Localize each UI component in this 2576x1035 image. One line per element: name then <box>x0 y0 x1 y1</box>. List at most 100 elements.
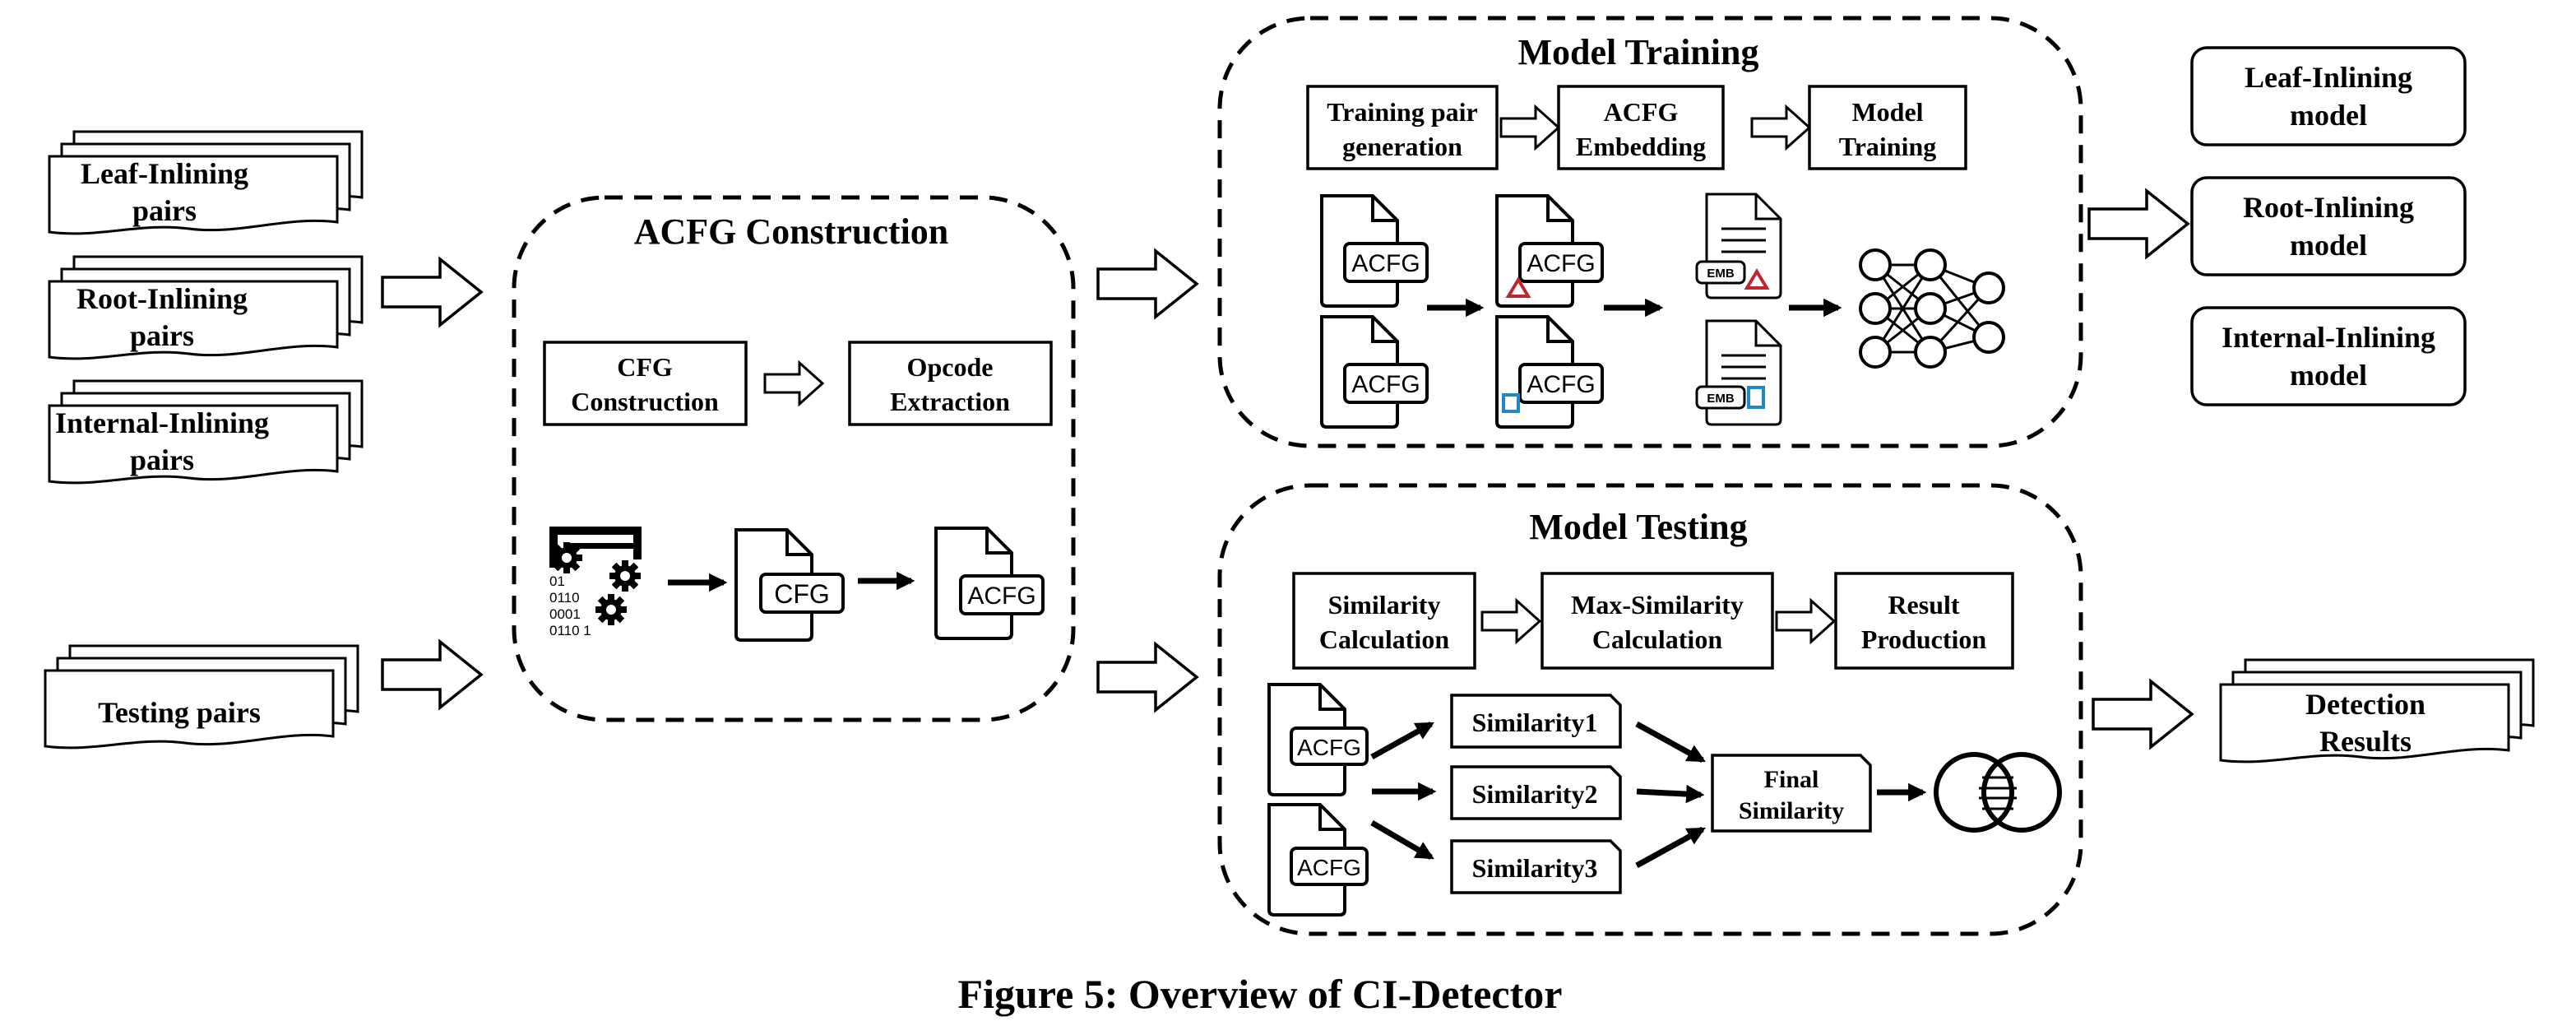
training-acfg-doc-2-label: ACFG <box>1351 371 1420 398</box>
emb-doc-red: EMB <box>1695 193 1782 299</box>
marked-acfg-doc-red-label: ACFG <box>1527 250 1595 277</box>
final-similarity-label-2: Similarity <box>1739 797 1844 824</box>
testing-acfg-doc-1: ACFG <box>1267 683 1369 796</box>
emb-doc-red-label: EMB <box>1707 267 1735 281</box>
arrow-testing-to-acfg <box>381 640 483 709</box>
detection-results-label-1: Detection <box>2305 688 2425 721</box>
internal-inlining-model-label-2: model <box>2290 359 2367 392</box>
acfg-doc-icon: ACFG <box>934 527 1045 640</box>
max-similarity-calculation-label-1: Max-Similarity <box>1571 590 1744 620</box>
final-similarity-tag: Final Similarity <box>1711 754 1872 833</box>
similarity3-tag: Similarity3 <box>1450 839 1622 894</box>
training-acfg-doc-2: ACFG <box>1320 315 1429 429</box>
root-inlining-pairs-label-2: pairs <box>130 319 194 352</box>
arrow-sim3-to-final <box>1635 826 1706 869</box>
binary-line-3: 0001 <box>549 606 581 622</box>
similarity1-label: Similarity1 <box>1472 708 1598 737</box>
cfg-doc-label: CFG <box>774 579 830 609</box>
cfg-doc-icon: CFG <box>734 528 845 642</box>
root-inlining-model-label-1: Root-Inlining <box>2243 191 2414 224</box>
detection-results-doc: Detection Results <box>2219 658 2535 763</box>
root-inlining-pairs-label-1: Root-Inlining <box>76 282 248 315</box>
similarity-calculation-label-2: Calculation <box>1319 624 1449 654</box>
arrow-cfg-to-opcode <box>763 361 824 406</box>
similarity-calculation-label-1: Similarity <box>1328 590 1441 620</box>
leaf-inlining-pairs-label-2: pairs <box>132 194 197 227</box>
model-training-step-label-2: Training <box>1839 132 1937 161</box>
final-similarity-label-1: Final <box>1764 766 1819 793</box>
marked-acfg-doc-blue: ACFG <box>1495 315 1604 429</box>
arrow-acfg-to-training <box>1096 249 1198 318</box>
training-pair-generation-label-2: generation <box>1342 132 1462 161</box>
arrow-acfg-to-testing <box>1096 643 1198 712</box>
emb-doc-blue-label: EMB <box>1707 392 1735 406</box>
red-triangle-marker-icon <box>1505 276 1531 298</box>
marked-acfg-doc-red: ACFG <box>1495 194 1604 308</box>
emb-doc-blue: EMB <box>1695 319 1782 426</box>
internal-inlining-pairs-label-2: pairs <box>130 443 194 476</box>
acfg-embedding-label-1: ACFG <box>1604 97 1679 127</box>
testing-acfg-doc-2-label: ACFG <box>1297 855 1361 880</box>
result-production-label-2: Production <box>1861 624 1987 654</box>
red-triangle-emb-icon <box>1744 268 1770 290</box>
arrow-max-to-result <box>1775 599 1836 643</box>
binary-line-4: 0110 1 <box>549 623 591 638</box>
model-testing-box <box>1217 483 2083 936</box>
max-similarity-calculation-label-2: Calculation <box>1592 624 1722 654</box>
training-pair-generation-label-1: Training pair <box>1327 97 1477 127</box>
max-similarity-calculation-box <box>1541 572 1774 670</box>
opcode-extraction-label-2: Extraction <box>890 387 1010 416</box>
model-training-step-label-1: Model <box>1851 97 1923 127</box>
root-inlining-model-label-2: model <box>2290 229 2367 262</box>
binary-line-2: 0110 <box>549 590 580 606</box>
figure-caption: Figure 5: Overview of CI-Detector <box>958 971 1563 1017</box>
arrow-training-to-models <box>2087 189 2189 258</box>
testing-acfg-doc-2: ACFG <box>1267 803 1369 917</box>
acfg-construction-box <box>512 195 1076 722</box>
opcode-extraction-label-1: Opcode <box>907 352 994 382</box>
detection-results-label-2: Results <box>2319 725 2412 758</box>
training-pair-generation-box <box>1306 85 1499 170</box>
leaf-inlining-pairs-doc: Leaf-Inlining pairs <box>48 130 364 235</box>
similarity2-tag: Similarity2 <box>1450 765 1622 820</box>
similarity2-label: Similarity2 <box>1472 779 1598 809</box>
neural-network-icon <box>1859 248 2005 369</box>
model-testing-title: Model Testing <box>1529 507 1747 547</box>
model-training-title: Model Training <box>1518 32 1759 72</box>
leaf-inlining-model-label-1: Leaf-Inlining <box>2245 61 2412 94</box>
model-training-step-box <box>1808 85 1967 170</box>
marked-acfg-doc-blue-label: ACFG <box>1527 371 1595 398</box>
arrow-to-similarity3 <box>1370 819 1434 861</box>
cfg-construction-label-2: Construction <box>571 387 719 416</box>
arrow-to-similarity1 <box>1370 721 1434 760</box>
blue-square-emb-icon <box>1747 386 1765 409</box>
root-inlining-pairs-doc: Root-Inlining pairs <box>48 255 364 360</box>
arrow-testing-to-results <box>2092 680 2194 749</box>
leaf-inlining-model-label-2: model <box>2290 99 2367 132</box>
training-acfg-doc-1-label: ACFG <box>1351 250 1420 277</box>
similarity1-tag: Similarity1 <box>1450 694 1622 749</box>
acfg-construction-title: ACFG Construction <box>634 211 949 252</box>
binary-line-1: 01 <box>549 573 565 589</box>
arrow-sim1-to-final <box>1635 721 1706 763</box>
acfg-embedding-label-2: Embedding <box>1576 132 1706 161</box>
arrow-sim2-to-final <box>1636 784 1705 804</box>
testing-acfg-doc-1-label: ACFG <box>1297 735 1361 760</box>
similarity3-label: Similarity3 <box>1472 853 1598 883</box>
binary-code-icon: 01 0110 0001 0110 1 <box>549 527 642 638</box>
similarity-calculation-box <box>1292 572 1476 670</box>
cfg-construction-label-1: CFG <box>617 352 673 382</box>
internal-inlining-pairs-label-1: Internal-Inlining <box>55 406 269 439</box>
venn-intersection-icon <box>1934 752 2062 833</box>
testing-pairs-doc: Testing pairs <box>44 644 359 750</box>
leaf-inlining-pairs-label-1: Leaf-Inlining <box>81 157 248 190</box>
acfg-doc-label: ACFG <box>967 582 1035 610</box>
leaf-inlining-model-box <box>2190 46 2467 146</box>
arrow-training-to-acfg <box>381 258 483 327</box>
testing-pairs-label: Testing pairs <box>98 696 261 729</box>
arrow-sim-to-max <box>1480 599 1541 643</box>
internal-inlining-model-label-1: Internal-Inlining <box>2222 321 2435 354</box>
internal-inlining-pairs-doc: Internal-Inlining pairs <box>48 379 364 485</box>
internal-inlining-model-box <box>2190 306 2467 406</box>
